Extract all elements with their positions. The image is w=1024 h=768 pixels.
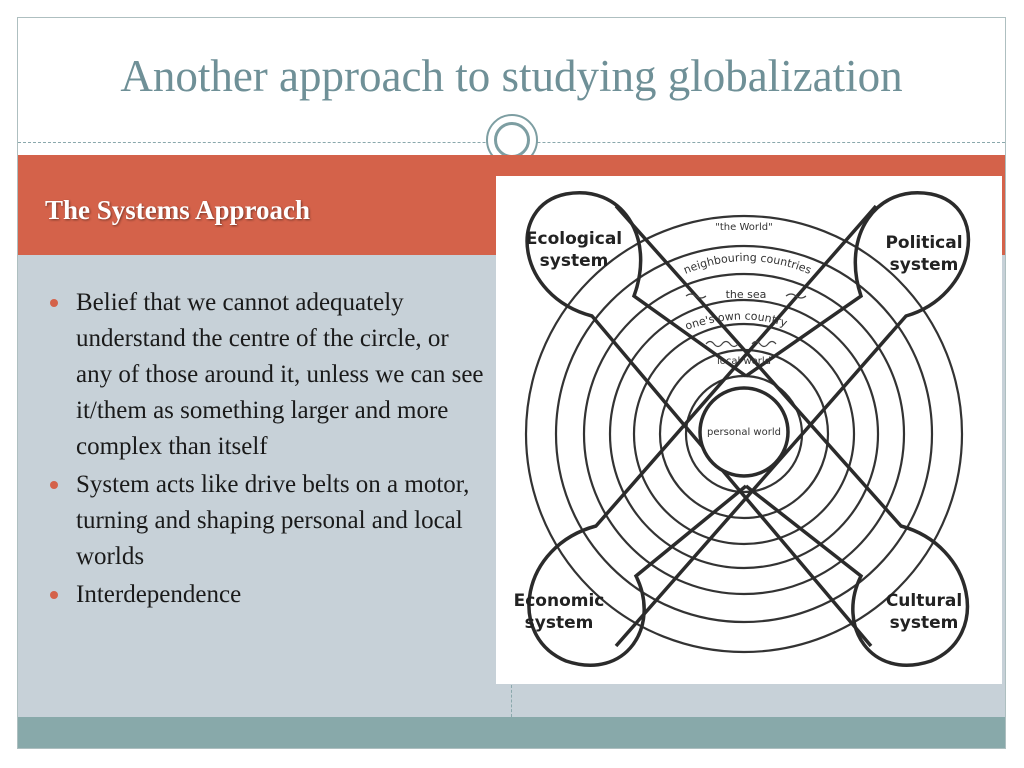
ring-sea-outer <box>582 272 906 596</box>
economic-system-label: Economic <box>514 591 605 611</box>
slide-title: Another approach to studying globalizati… <box>120 51 903 101</box>
ring-world <box>524 214 964 654</box>
bullet-text: System acts like drive belts on a motor,… <box>76 471 470 570</box>
bullet-dot-icon <box>50 481 58 489</box>
sea-wave-icon <box>685 293 707 299</box>
bullet-text: Interdependence <box>76 581 242 608</box>
column-divider <box>511 685 512 717</box>
personal-world-circle <box>698 386 790 478</box>
sea-wave-icon <box>751 340 777 348</box>
bullet-text: Belief that we cannot adequately underst… <box>76 289 484 460</box>
ring-label-world: "the World" <box>715 222 772 233</box>
bullet-dot-icon <box>50 591 58 599</box>
ring-label-own-country: one's own country <box>684 309 790 332</box>
economic-system-label-2: system <box>525 613 594 633</box>
bullet-item: System acts like drive belts on a motor,… <box>48 467 488 575</box>
political-system-label: Political <box>885 233 962 253</box>
ring-own-country <box>632 322 856 546</box>
systems-diagram: Ecological system Political system Econo… <box>496 176 1002 684</box>
belt-political <box>614 191 971 648</box>
cultural-system-label-2: system <box>890 613 959 633</box>
bullet-item: Interdependence <box>48 577 488 613</box>
ecological-system-label-2: system <box>540 251 609 271</box>
bullet-list: Belief that we cannot adequately underst… <box>48 285 488 615</box>
bullet-item: Belief that we cannot adequately underst… <box>48 285 488 465</box>
ring-label-personal: personal world <box>707 427 781 438</box>
belt-cultural <box>614 204 970 667</box>
section-header-band: The Systems Approach <box>18 155 498 255</box>
sea-wave-icon <box>705 340 739 348</box>
ring-label-sea: the sea <box>726 288 767 301</box>
ring-sea-inner <box>608 298 880 570</box>
section-heading: The Systems Approach <box>45 195 311 225</box>
ring-neighbouring <box>554 244 934 624</box>
political-system-label-2: system <box>890 255 959 275</box>
divider-circle-inner <box>494 122 530 158</box>
belt-ecological <box>525 191 873 648</box>
systems-diagram-svg: Ecological system Political system Econo… <box>514 191 971 667</box>
ring-label-own-country-path: one's own country <box>684 309 790 332</box>
ring-label-local: local world <box>717 356 771 367</box>
ecological-system-label: Ecological <box>526 229 622 249</box>
footer-bar <box>18 717 1005 748</box>
cultural-system-label: Cultural <box>886 591 962 611</box>
bullet-dot-icon <box>50 299 58 307</box>
belt-economic <box>527 204 878 667</box>
sea-wave-icon <box>785 293 807 299</box>
